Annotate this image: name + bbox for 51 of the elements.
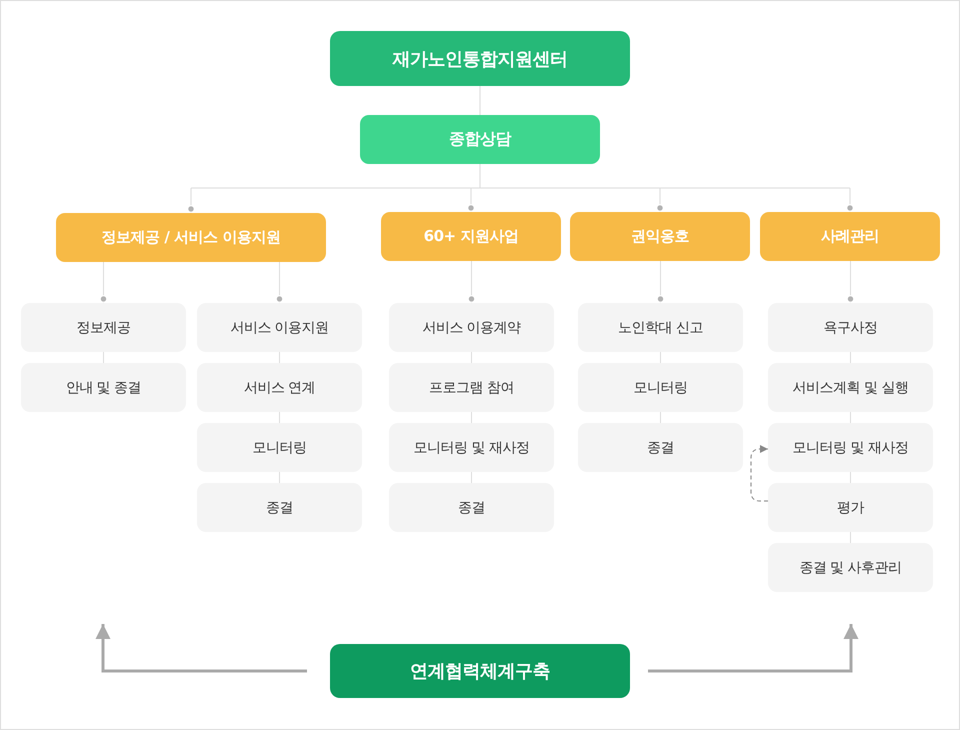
step-box: 모니터링 및 재사정: [768, 423, 933, 472]
step-box: 서비스 이용계약: [389, 303, 554, 352]
connector-line: [190, 164, 850, 188]
connector-line: [850, 472, 851, 484]
step-box: 욕구사정: [768, 303, 933, 352]
step-box: 서비스 이용지원: [197, 303, 362, 352]
connector-line: [467, 188, 475, 212]
step-box: 정보제공: [21, 303, 186, 352]
connector-line: [279, 472, 280, 484]
connector-line: [103, 352, 104, 364]
step-box: 평가: [768, 483, 933, 532]
category-box: 사례관리: [760, 212, 940, 261]
connector-line: [279, 352, 280, 364]
step-box: 모니터링: [197, 423, 362, 472]
category-box: 정보제공 / 서비스 이용지원: [56, 213, 326, 262]
category-box: 권익옹호: [570, 212, 750, 261]
step-box: 프로그램 참여: [389, 363, 554, 412]
connector-line: [846, 188, 854, 212]
connector-line: [279, 412, 280, 424]
connector-line: [276, 262, 284, 304]
connector-line: [850, 532, 851, 544]
step-box: 종결 및 사후관리: [768, 543, 933, 592]
step-box: 종결: [389, 483, 554, 532]
connector-line: [846, 260, 854, 304]
connector-line: [471, 352, 472, 364]
connector-line: [850, 412, 851, 424]
consultation-box: 종합상담: [360, 115, 600, 164]
step-box: 종결: [578, 423, 743, 472]
step-box: 노인학대 신고: [578, 303, 743, 352]
connector-line: [660, 352, 661, 364]
connector-line: [660, 412, 661, 424]
connector-line: [100, 262, 108, 304]
category-box: 60+ 지원사업: [381, 212, 561, 261]
step-box: 서비스 연계: [197, 363, 362, 412]
step-box: 종결: [197, 483, 362, 532]
connector-line: [468, 260, 476, 304]
connector-line: [471, 472, 472, 484]
feedback-arrow: [750, 445, 768, 502]
connector-line: [850, 352, 851, 364]
step-box: 모니터링: [578, 363, 743, 412]
step-box: 안내 및 종결: [21, 363, 186, 412]
network-box: 연계협력체계구축: [330, 644, 630, 698]
step-box: 서비스계획 및 실행: [768, 363, 933, 412]
organization-box: 재가노인통합지원센터: [330, 31, 630, 86]
arrow: [648, 624, 858, 672]
connector-line: [656, 188, 664, 212]
step-box: 모니터링 및 재사정: [389, 423, 554, 472]
connector-line: [471, 412, 472, 424]
connector-line: [187, 188, 195, 214]
connector-line: [656, 260, 664, 304]
arrow: [96, 624, 307, 672]
